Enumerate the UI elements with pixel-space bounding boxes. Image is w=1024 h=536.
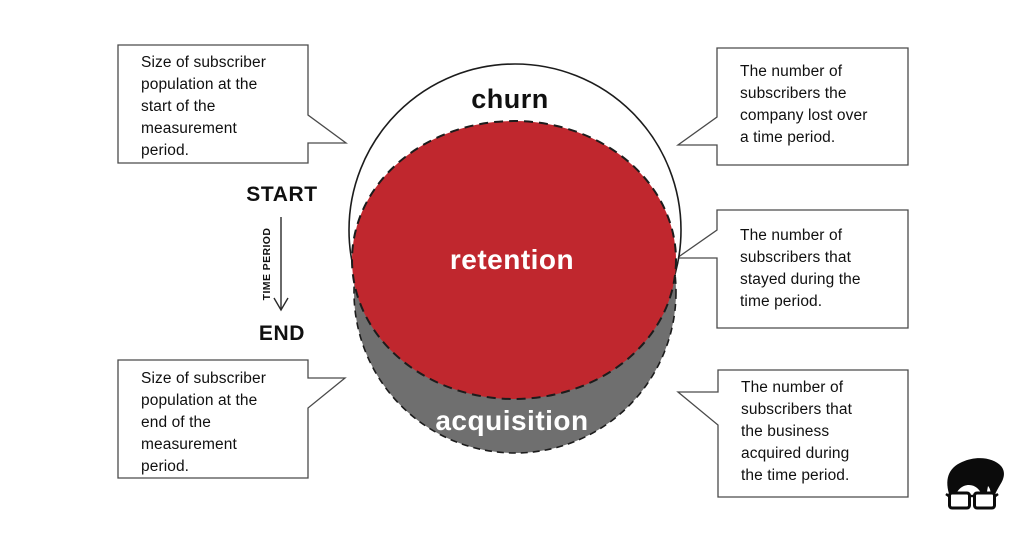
callout-text-start-population: Size of subscriber population at the sta… (141, 54, 266, 159)
callout-text-retention-definition: The number of subscribers that stayed du… (740, 227, 861, 310)
callout-bubble-end-population (117, 359, 347, 479)
callout-bubble-acquisition-definition (676, 369, 909, 498)
retention-ellipse (351, 120, 677, 400)
callout-text-acquisition-definition: The number of subscribers that the busin… (741, 379, 853, 484)
callout-bubble-churn-definition (675, 47, 909, 166)
retention-label: retention (449, 244, 575, 275)
callout-text-churn-definition: The number of subscribers the company lo… (740, 63, 868, 146)
callout-bubble-retention-definition (674, 209, 909, 329)
callout-bubble-start-population (117, 44, 348, 164)
timeline-start-label: START (246, 183, 318, 206)
churn-label: churn (471, 84, 549, 114)
logo-glasses-icon (945, 491, 999, 510)
callout-text-end-population: Size of subscriber population at the end… (141, 370, 266, 475)
timeline-axis-label: TIME PERIOD (261, 227, 273, 301)
brand-logo-icon (945, 458, 1004, 510)
logo-hair-icon (947, 458, 1004, 497)
time-period-arrow (273, 217, 289, 312)
timeline-end-label: END (258, 322, 306, 345)
acquisition-label: acquisition (435, 405, 589, 436)
